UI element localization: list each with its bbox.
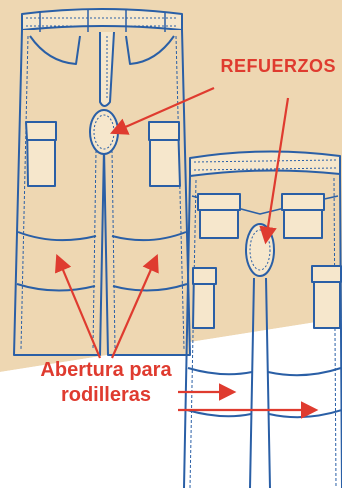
right-back-pocket-flap-r — [281, 193, 325, 211]
left-belt-loops — [39, 10, 166, 32]
left-slash-pocket-l — [29, 35, 81, 65]
left-knee-line-upper-l — [17, 231, 97, 242]
right-knee-line-upper-l — [187, 367, 253, 376]
left-knee-line-upper-r — [111, 231, 187, 242]
right-pants-drawing — [183, 150, 342, 488]
left-pants-drawing — [13, 8, 191, 356]
right-pants-stitching — [189, 177, 337, 488]
left-waistband — [21, 8, 183, 31]
left-slash-pocket-r — [125, 35, 175, 65]
label-abertura-line2: rodilleras — [60, 384, 152, 406]
arrow-refuerzos-left — [109, 86, 215, 135]
left-knee-line-lower-l — [16, 283, 96, 292]
arrow-refuerzos-right — [259, 97, 290, 245]
annotation-arrows — [54, 86, 319, 419]
background-white — [0, 318, 342, 488]
right-knee-line-upper-r — [267, 367, 342, 377]
right-back-pocket-flap-l — [197, 193, 241, 211]
left-cargo-flap-r — [148, 121, 180, 141]
label-abertura-line1: Abertura para — [40, 359, 172, 381]
arrow-rodilleras-left-knee-l — [54, 253, 102, 359]
label-abertura-rodilleras: Abertura para rodilleras — [6, 358, 206, 408]
right-knee-line-lower-l — [186, 409, 252, 418]
right-cargo-flap-l — [192, 267, 217, 285]
arrow-rodilleras-left-knee-r — [110, 253, 159, 359]
right-cargo-flap-r — [311, 265, 342, 283]
left-waistband-elastic — [26, 17, 178, 27]
left-pants-stitching — [20, 35, 185, 350]
right-pants-inseam — [249, 277, 271, 488]
label-refuerzos: REFUERZOS — [220, 56, 336, 76]
left-knee-line-lower-r — [112, 283, 188, 292]
left-cargo-flap-l — [25, 121, 57, 141]
